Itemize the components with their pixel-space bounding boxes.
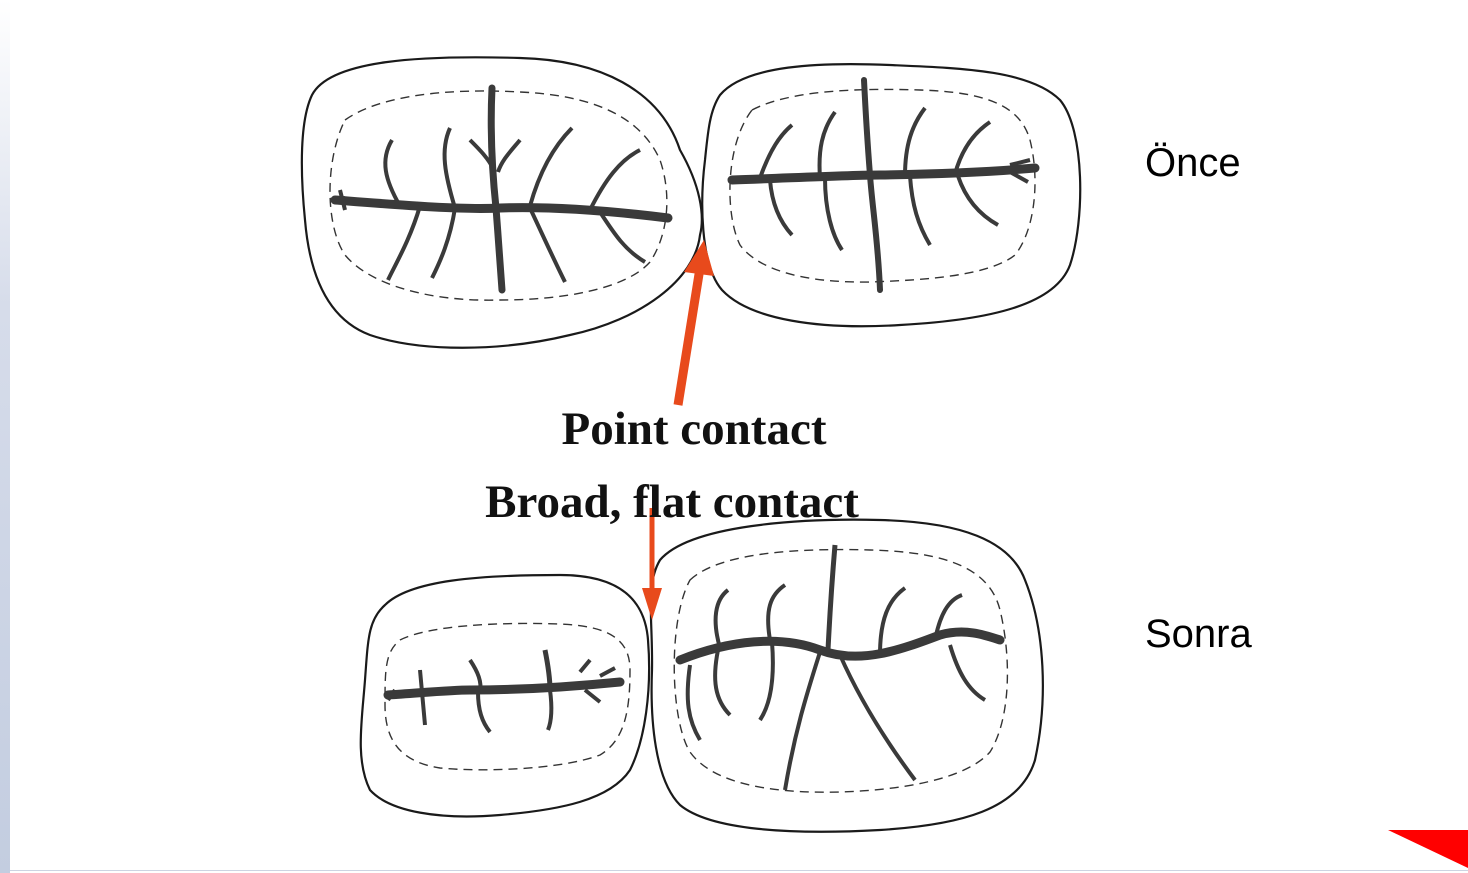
top-right-molar — [701, 63, 1082, 328]
before-label: Önce — [1145, 141, 1241, 185]
broad-contact-label: Broad, flat contact — [485, 476, 859, 528]
bottom-right-molar — [649, 518, 1044, 833]
left-accent-bar — [0, 0, 10, 873]
point-contact-arrow — [673, 240, 714, 406]
corner-triangle-icon — [1388, 830, 1468, 868]
top-left-molar — [300, 56, 703, 349]
broad-contact-arrow — [642, 508, 662, 620]
bottom-left-premolar — [359, 573, 651, 818]
point-contact-label: Point contact — [562, 403, 827, 455]
bottom-divider — [10, 870, 1468, 871]
after-label: Sonra — [1145, 612, 1252, 656]
